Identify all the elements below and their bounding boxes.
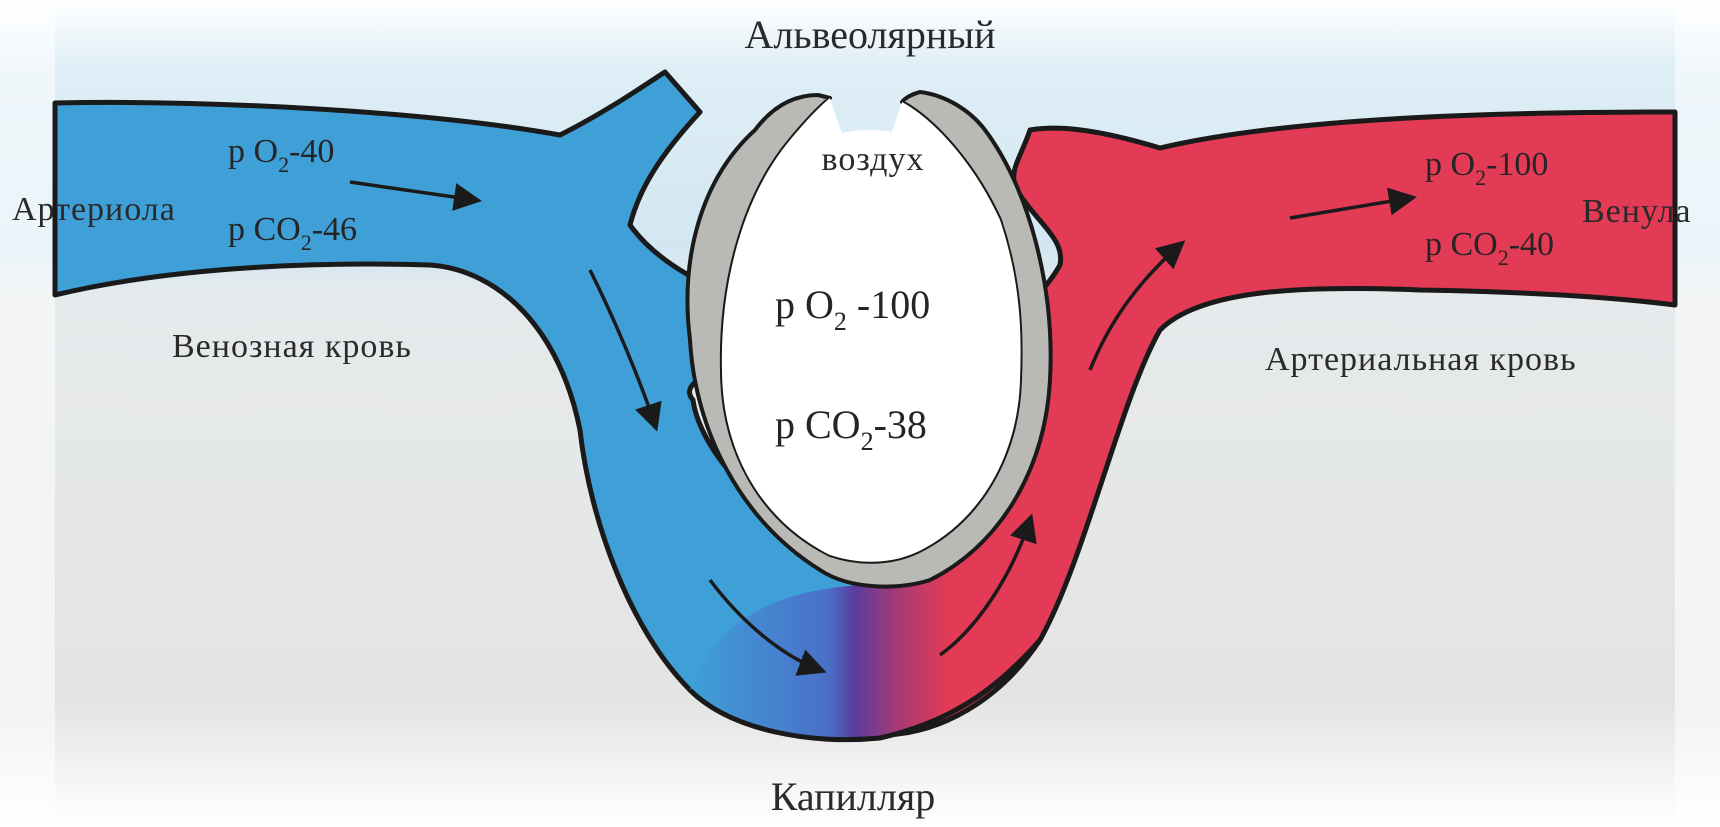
venule-pco2: p CO2-40 <box>1425 226 1554 270</box>
flow-arrow-capillary-out <box>938 513 1037 657</box>
alveolar-pco2: p CO2-38 <box>775 402 927 456</box>
arteriole-label: Артериола <box>12 191 176 228</box>
flow-arrow-venule <box>1289 187 1417 220</box>
flow-arrow-venous-down <box>588 269 662 432</box>
flow-arrow-arterial-up <box>1088 240 1186 371</box>
arterial-blood-label: Артериальная кровь <box>1265 341 1577 378</box>
flow-arrow-arteriole <box>349 180 482 211</box>
capillary-label: Капилляр <box>771 774 936 819</box>
flow-arrow-capillary-in <box>708 578 827 676</box>
venous-blood-label: Венозная кровь <box>172 328 412 365</box>
venule-po2: p O2-100 <box>1425 146 1548 190</box>
arteriole-po2: p O2-40 <box>228 133 334 177</box>
capillary-mixing-zone <box>690 560 1020 740</box>
alveolus-air-fill <box>740 130 1000 530</box>
flow-arrows <box>349 180 1417 676</box>
alveolar-po2: p O2 -100 <box>775 282 930 336</box>
page-margin-right <box>1675 0 1720 827</box>
air-label: воздух <box>822 141 925 178</box>
capillary-outline <box>688 638 1042 743</box>
arteriole-pco2: p CO2-46 <box>228 211 357 255</box>
venule-label: Венула <box>1582 193 1692 230</box>
alveolar-label: Альвеолярный <box>744 12 995 57</box>
page-margin-left <box>0 0 55 827</box>
